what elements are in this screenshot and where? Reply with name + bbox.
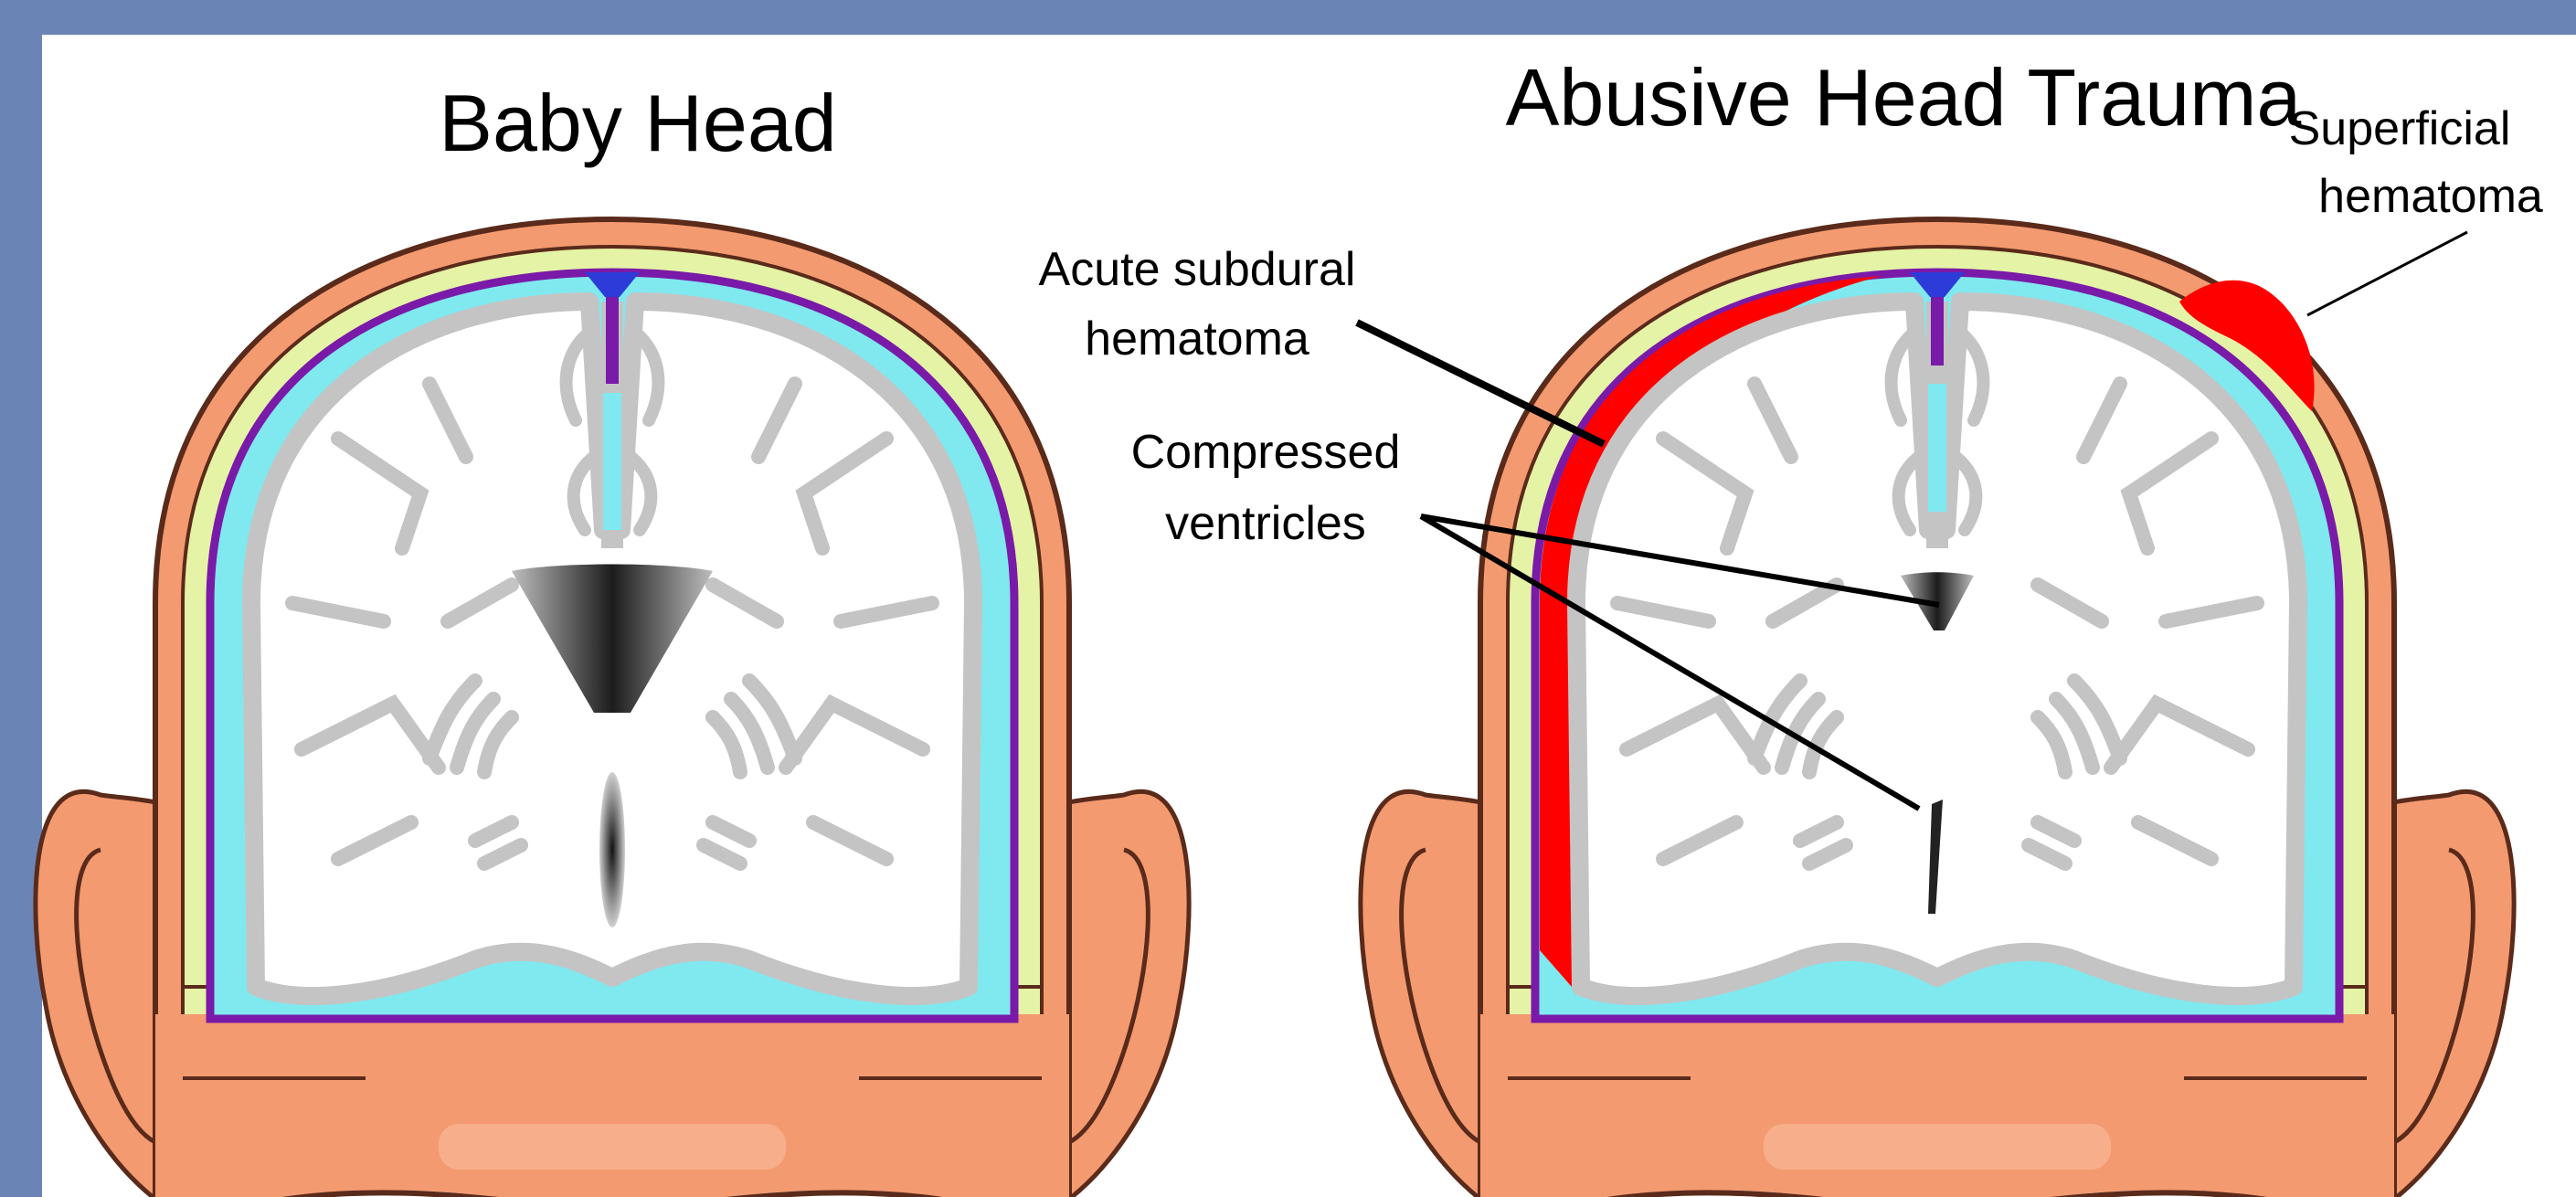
label-subdural-line1: Acute subdural	[1039, 243, 1356, 296]
label-subdural-line2: hematoma	[1085, 312, 1309, 365]
label-superficial-line2: hematoma	[2318, 170, 2543, 223]
title-abusive-head-trauma: Abusive Head Trauma	[1506, 52, 2302, 143]
title-baby-head: Baby Head	[439, 78, 836, 168]
label-superficial-line1: Superficial	[2289, 102, 2511, 155]
third-ventricle	[599, 772, 625, 927]
label-ventricles-line1: Compressed	[1131, 426, 1401, 479]
label-ventricles-line2: ventricles	[1165, 497, 1366, 550]
